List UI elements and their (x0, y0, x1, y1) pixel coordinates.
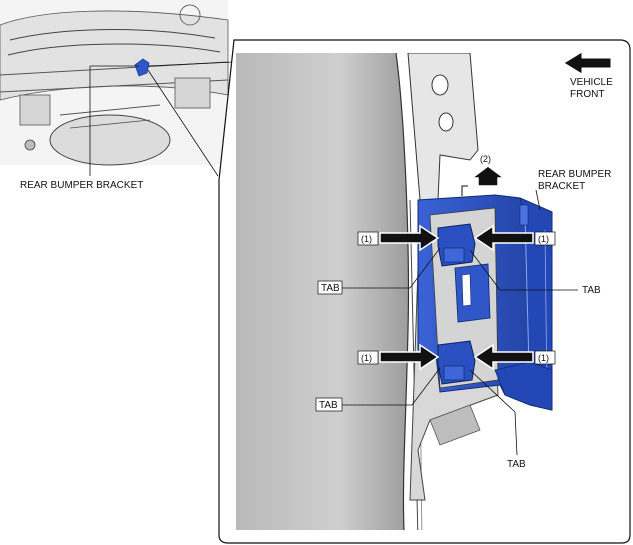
press-arrow-lower-left (379, 343, 440, 371)
callout-2: (2) (480, 154, 491, 164)
overview-bracket-label: REAR BUMPER BRACKET (20, 180, 143, 191)
rear-bumper-bracket-detail (417, 194, 553, 411)
press-arrow-upper-right (473, 224, 534, 252)
vehicle-front-label-line1: VEHICLE (570, 77, 613, 88)
vehicle-overview-illustration (0, 0, 229, 166)
callout-1-lower-left: (1) (361, 353, 372, 363)
detail-bracket-label-line1: REAR BUMPER (538, 169, 611, 180)
callout-1-upper-left: (1) (361, 234, 372, 244)
tab-label-lower-right: TAB (507, 459, 526, 470)
overview-bracket-highlight (134, 58, 150, 77)
tab-label-upper-left: TAB (321, 283, 340, 294)
vehicle-front-label-line2: FRONT (570, 89, 604, 100)
press-arrow-lower-right (473, 343, 534, 371)
vehicle-front-arrow (563, 51, 612, 75)
tab-label-upper-right: TAB (582, 285, 601, 296)
callout-1-lower-right: (1) (538, 353, 549, 363)
press-arrow-upper-left (379, 224, 440, 252)
callout-1-upper-right: (1) (538, 234, 549, 244)
direction-arrow-up (469, 165, 507, 187)
tab-label-lower-left: TAB (319, 400, 338, 411)
detail-bracket-label-line2: BRACKET (538, 181, 585, 192)
